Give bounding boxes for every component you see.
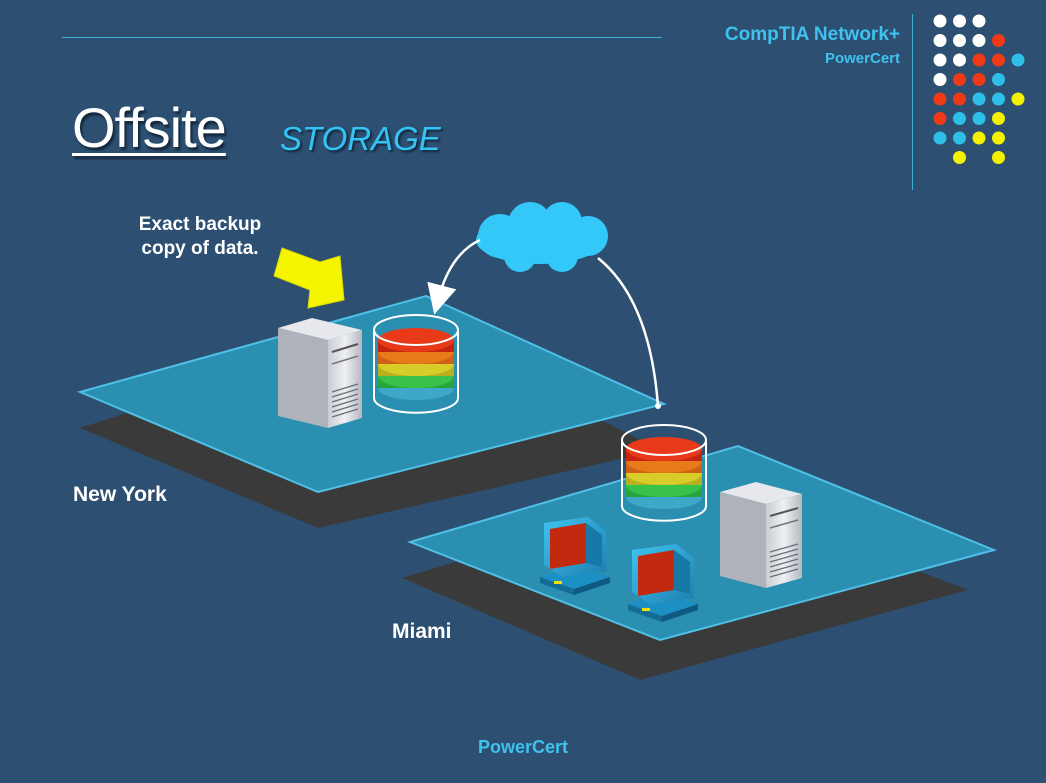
decorative-dot	[933, 53, 947, 67]
decorative-dot	[972, 14, 986, 28]
new-york-server-icon	[278, 318, 362, 428]
decorative-dot	[992, 151, 1005, 164]
site-label-new-york: New York	[73, 483, 167, 506]
header-rule	[62, 37, 662, 38]
decorative-dot	[1011, 92, 1025, 106]
decorative-dot	[1011, 53, 1025, 67]
callout-note: Exact backup copy of data.	[100, 213, 300, 261]
decorative-dot	[933, 131, 947, 145]
decorative-dot	[933, 73, 947, 86]
decorative-dot	[992, 34, 1005, 47]
decorative-dot	[933, 14, 947, 28]
decorative-dot	[972, 131, 986, 145]
decorative-dot	[953, 151, 966, 164]
decorative-dot-grid	[933, 14, 1025, 164]
brand-subtitle: PowerCert	[824, 50, 900, 67]
decorative-dot	[953, 73, 966, 86]
callout-arrow-icon	[273, 247, 345, 309]
replication-arc-from-miami	[597, 257, 660, 407]
callout-note-line-2: copy of data.	[141, 238, 259, 259]
miami-database-icon	[621, 424, 707, 522]
header-divider	[912, 14, 913, 190]
decorative-dot	[992, 112, 1005, 125]
decorative-dot	[953, 34, 966, 47]
callout-note-line-1: Exact backup	[138, 214, 262, 235]
decorative-dot	[972, 53, 986, 67]
workstation-icon	[540, 517, 610, 595]
decorative-dot	[953, 14, 966, 28]
decorative-dot	[933, 92, 947, 106]
decorative-dot	[992, 92, 1005, 106]
decorative-dot	[972, 73, 986, 86]
new-york-database-icon	[373, 314, 459, 414]
replication-arc-to-new-york	[427, 238, 481, 315]
decorative-dot	[972, 34, 986, 47]
footer-brand: PowerCert	[477, 737, 569, 757]
decorative-dot	[992, 131, 1005, 145]
decorative-dot	[992, 73, 1005, 86]
miami-server-icon	[720, 482, 802, 588]
decorative-dot	[972, 92, 986, 106]
decorative-dot	[933, 34, 947, 47]
cloud-icon	[476, 202, 608, 272]
slide-subtitle: STORAGE	[280, 120, 441, 157]
decorative-dot	[953, 53, 966, 67]
workstation-icon	[628, 544, 698, 622]
site-label-miami: Miami	[392, 620, 452, 643]
decorative-dot	[953, 131, 966, 145]
arc-endpoint	[655, 403, 661, 409]
decorative-dot	[972, 112, 986, 125]
decorative-dot	[953, 112, 966, 125]
slide-title: Offsite	[72, 96, 227, 159]
decorative-dot	[933, 112, 947, 125]
decorative-dot	[953, 92, 966, 106]
brand-title: CompTIA Network+	[724, 24, 900, 45]
decorative-dot	[992, 53, 1005, 67]
